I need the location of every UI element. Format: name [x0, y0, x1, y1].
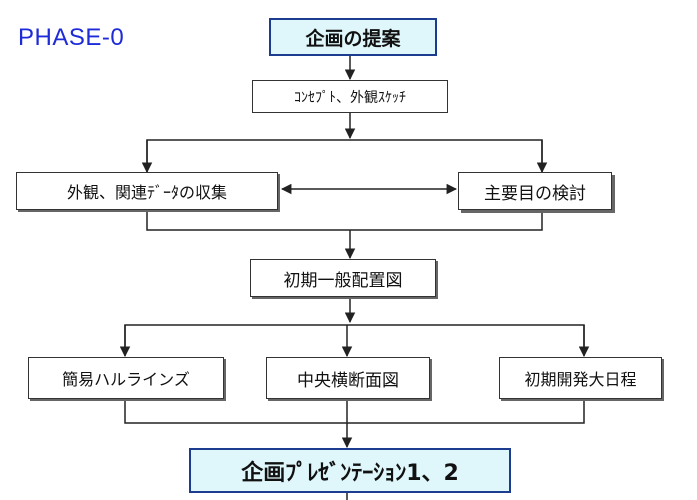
node-concept: ｺﾝｾﾌﾟﾄ、外観ｽｹｯﾁ [252, 80, 448, 113]
split-line-2 [124, 324, 585, 355]
node-main-items: 主要目の検討 [458, 172, 612, 210]
node-proposal: 企画の提案 [269, 18, 437, 56]
split-line-1 [146, 139, 543, 172]
node-data-collection: 外観、関連ﾃﾞｰﾀの収集 [16, 172, 278, 210]
node-presentation: 企画ﾌﾟﾚｾﾞﾝﾃｰｼｮﾝ1、2 [189, 448, 511, 493]
node-midship-section: 中央横断面図 [266, 357, 430, 399]
node-schedule: 初期開発大日程 [499, 357, 662, 399]
merge-line-1 [146, 209, 543, 231]
phase-label: PHASE-0 [18, 24, 125, 51]
node-initial-layout: 初期一般配置図 [250, 259, 436, 297]
node-hull-lines: 簡易ハルラインズ [28, 357, 224, 399]
merge-line-2 [124, 398, 585, 424]
